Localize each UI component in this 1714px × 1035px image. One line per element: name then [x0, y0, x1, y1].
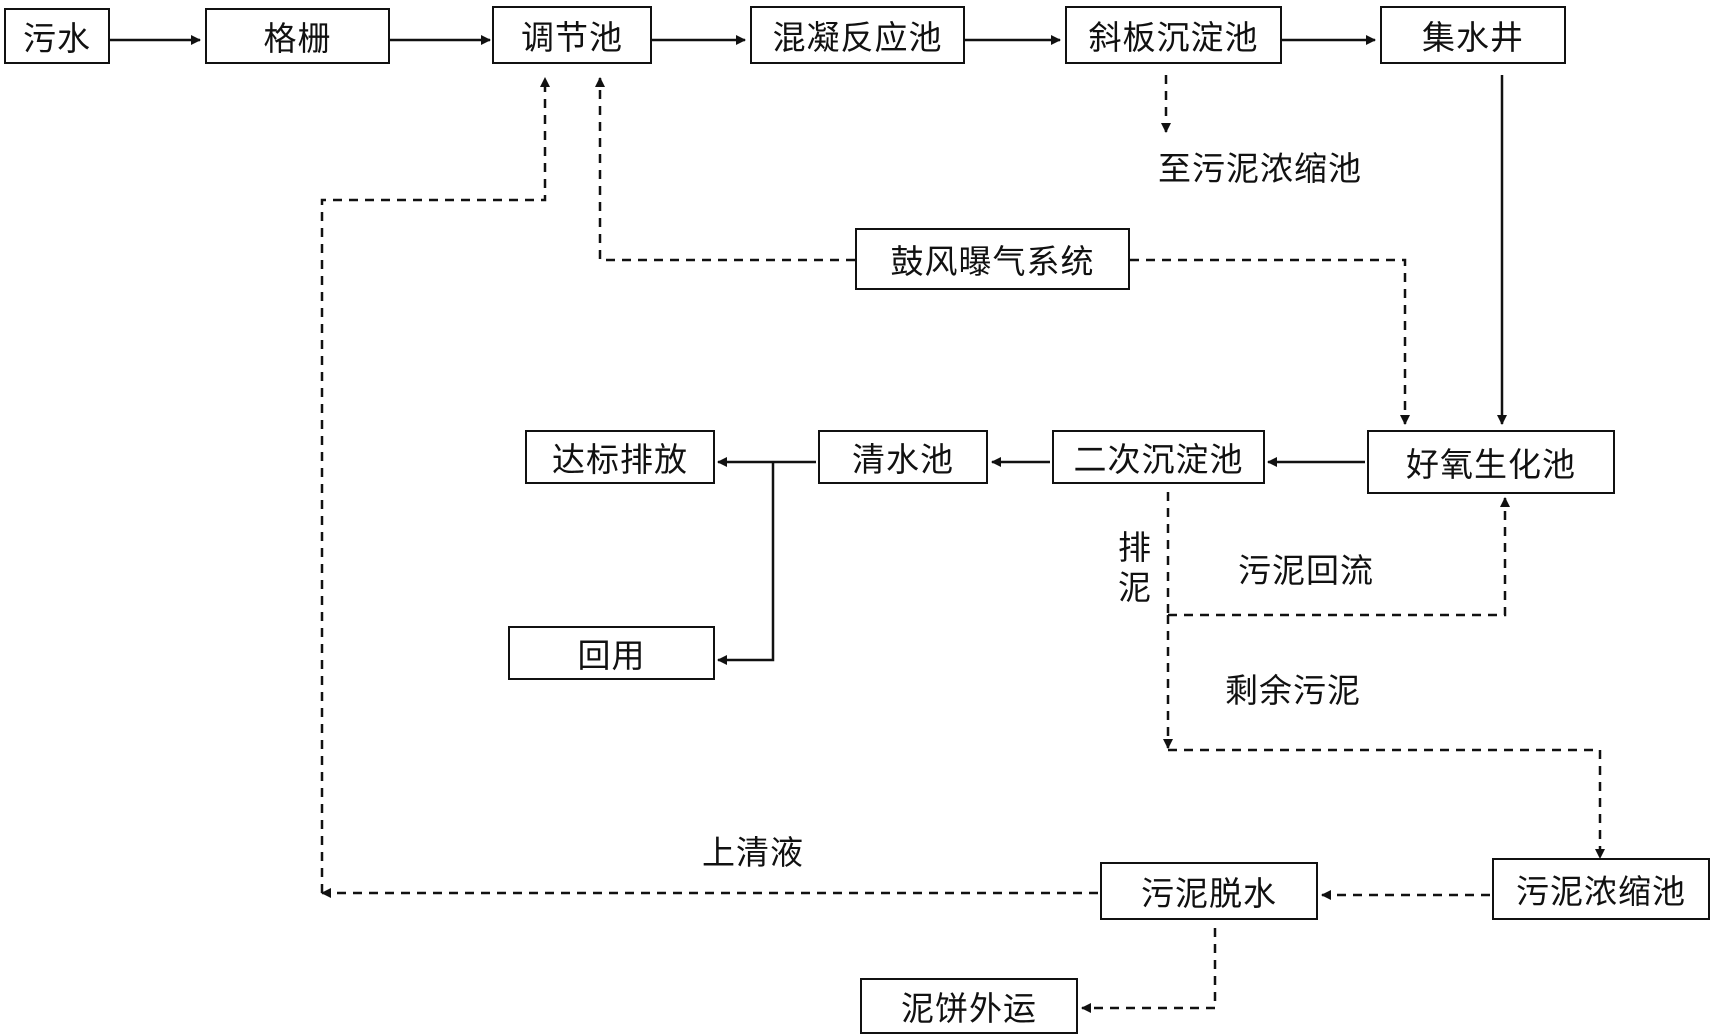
secondary-settling-node: 二次沉淀池 — [1052, 430, 1265, 484]
thickener-node: 污泥浓缩池 — [1492, 858, 1710, 920]
excess-sludge-label: 剩余污泥 — [1225, 671, 1361, 710]
cake-transport-node: 泥饼外运 — [860, 978, 1078, 1034]
aerobic-tank-node: 好氧生化池 — [1367, 430, 1615, 494]
arrow-dewatering-to-cake — [1081, 928, 1217, 1013]
discharge-node: 达标排放 — [525, 430, 715, 484]
coagulation-tank-node: 混凝反应池 — [750, 6, 965, 64]
clear-water-tank-node: 清水池 — [818, 430, 988, 484]
inclined-settling-node: 斜板沉淀池 — [1065, 6, 1282, 64]
arrow-blower-to-regulating — [595, 77, 855, 262]
blower-system-node: 鼓风曝气系统 — [855, 228, 1130, 290]
collection-well-node: 集水井 — [1380, 6, 1566, 64]
sludge-discharge-label: 排 泥 — [1117, 528, 1153, 608]
regulating-tank-node: 调节池 — [492, 6, 652, 64]
arrow-to-reuse — [717, 462, 775, 665]
arrow-sludge-return — [1168, 497, 1510, 617]
sludge-discharge-char-1: 排 — [1118, 528, 1152, 567]
grid-node: 格栅 — [205, 8, 390, 64]
supernatant-label: 上清液 — [702, 833, 804, 872]
arrow-to-thickener — [1168, 748, 1605, 859]
arrow-supernatant-to-regulating — [320, 77, 550, 893]
to-thickener-label: 至污泥浓缩池 — [1158, 149, 1362, 188]
arrow-blower-to-aerobic — [1130, 258, 1410, 425]
sludge-discharge-char-2: 泥 — [1118, 568, 1152, 607]
reuse-node: 回用 — [508, 626, 715, 680]
dewatering-node: 污泥脱水 — [1100, 862, 1318, 920]
sludge-return-label: 污泥回流 — [1238, 551, 1374, 590]
sewage-node: 污水 — [4, 8, 110, 64]
